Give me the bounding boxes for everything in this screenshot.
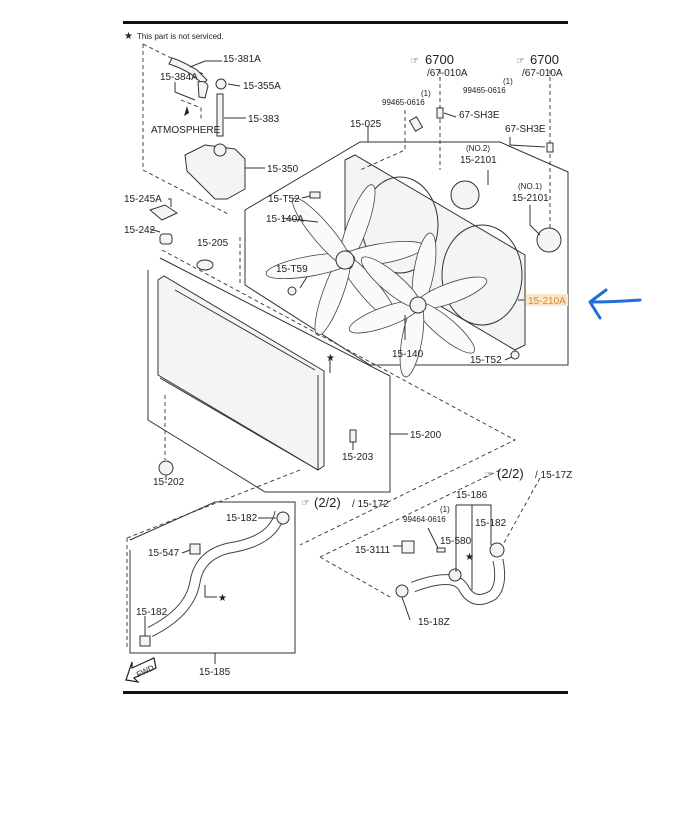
top-border bbox=[123, 21, 568, 24]
label-15-384A: 15-384A bbox=[160, 72, 198, 83]
label-15-182-lower: 15-182 bbox=[136, 607, 168, 618]
lower-hose-group bbox=[319, 469, 541, 621]
label-15-205: 15-205 bbox=[197, 238, 229, 249]
label-15-242: 15-242 bbox=[124, 225, 156, 236]
label-15-200: 15-200 bbox=[410, 430, 442, 441]
qty-3: (1) bbox=[440, 505, 450, 514]
label-15-185: 15-185 bbox=[199, 667, 231, 678]
label-no2: (NO.2) bbox=[466, 144, 490, 153]
label-67-SH3E-left: 67-SH3E bbox=[459, 110, 500, 121]
ref-15-172: / 15-172 bbox=[352, 499, 389, 510]
label-15-182-right: 15-182 bbox=[475, 518, 507, 529]
label-atmosphere: ATMOSPHERE bbox=[151, 125, 221, 136]
label-15-18Z: 15-18Z bbox=[418, 617, 450, 628]
leader-15-140A bbox=[281, 217, 319, 223]
label-15-T52-top: 15-T52 bbox=[268, 194, 300, 205]
label-15-025: 15-025 bbox=[350, 119, 382, 130]
label-15-210A-highlighted[interactable]: 15-210A bbox=[528, 296, 566, 307]
label-15-547: 15-547 bbox=[148, 548, 180, 559]
book-icon: ☞ bbox=[484, 470, 493, 481]
annotation-arrow-icon bbox=[588, 288, 642, 320]
fan-15-140A bbox=[265, 184, 425, 336]
not-serviced-note: This part is not serviced. bbox=[137, 32, 224, 41]
book-icon: ☞ bbox=[410, 56, 419, 67]
fwd-arrow-icon: FWD bbox=[125, 657, 157, 683]
star-marker: ★ bbox=[465, 552, 474, 563]
ref-6700-left: 6700 bbox=[425, 52, 454, 67]
label-15-203: 15-203 bbox=[342, 452, 374, 463]
label-99465-0616-right: 99465-0616 bbox=[463, 86, 506, 95]
label-15-383: 15-383 bbox=[248, 114, 280, 125]
label-15-2101-no1: 15-2101 bbox=[512, 193, 549, 204]
label-no1: (NO.1) bbox=[518, 182, 542, 191]
qty-1: (1) bbox=[421, 89, 431, 98]
radiator-group bbox=[147, 237, 516, 546]
label-15-580: 15-580 bbox=[440, 536, 472, 547]
ref-15-17Z: / 15-17Z bbox=[535, 470, 572, 481]
label-15-140: 15-140 bbox=[392, 349, 424, 360]
label-15-T52-bottom: 15-T52 bbox=[470, 355, 502, 366]
label-15-381A: 15-381A bbox=[223, 54, 261, 65]
label-15-140A: 15-140A bbox=[266, 214, 304, 225]
ref-67-010A-left: /67-010A bbox=[427, 68, 468, 79]
book-icon: ☞ bbox=[301, 498, 310, 509]
label-99464-0616: 99464-0616 bbox=[403, 515, 446, 524]
ref-67-010A-right: /67-010A bbox=[522, 68, 563, 79]
label-15-182-upper: 15-182 bbox=[226, 513, 258, 524]
label-15-355A: 15-355A bbox=[243, 81, 281, 92]
ref-6700-right: 6700 bbox=[530, 52, 559, 67]
star-marker: ★ bbox=[326, 353, 335, 364]
fan-15-140 bbox=[348, 232, 488, 378]
label-67-SH3E-right: 67-SH3E bbox=[505, 124, 546, 135]
star-marker: ★ bbox=[218, 593, 227, 604]
highlight-box bbox=[526, 294, 568, 306]
label-15-3111: 15-3111 bbox=[355, 545, 391, 556]
qty-2: (1) bbox=[503, 77, 513, 86]
label-15-202: 15-202 bbox=[153, 477, 185, 488]
bottom-border bbox=[123, 691, 568, 694]
label-99465-0616-left: 99465-0616 bbox=[382, 98, 425, 107]
ref-2-2-right: (2/2) bbox=[497, 466, 524, 481]
label-15-2101-no2: 15-2101 bbox=[460, 155, 497, 166]
label-15-T59: 15-T59 bbox=[276, 264, 308, 275]
ref-2-2-left: (2/2) bbox=[314, 495, 341, 510]
label-15-245A: 15-245A bbox=[124, 194, 162, 205]
book-icon: ☞ bbox=[516, 56, 525, 67]
label-15-350: 15-350 bbox=[267, 164, 299, 175]
upper-hose-group bbox=[126, 469, 301, 664]
label-15-186: 15-186 bbox=[456, 490, 488, 501]
reservoir-group bbox=[142, 43, 265, 245]
star-symbol: ★ bbox=[124, 31, 133, 42]
